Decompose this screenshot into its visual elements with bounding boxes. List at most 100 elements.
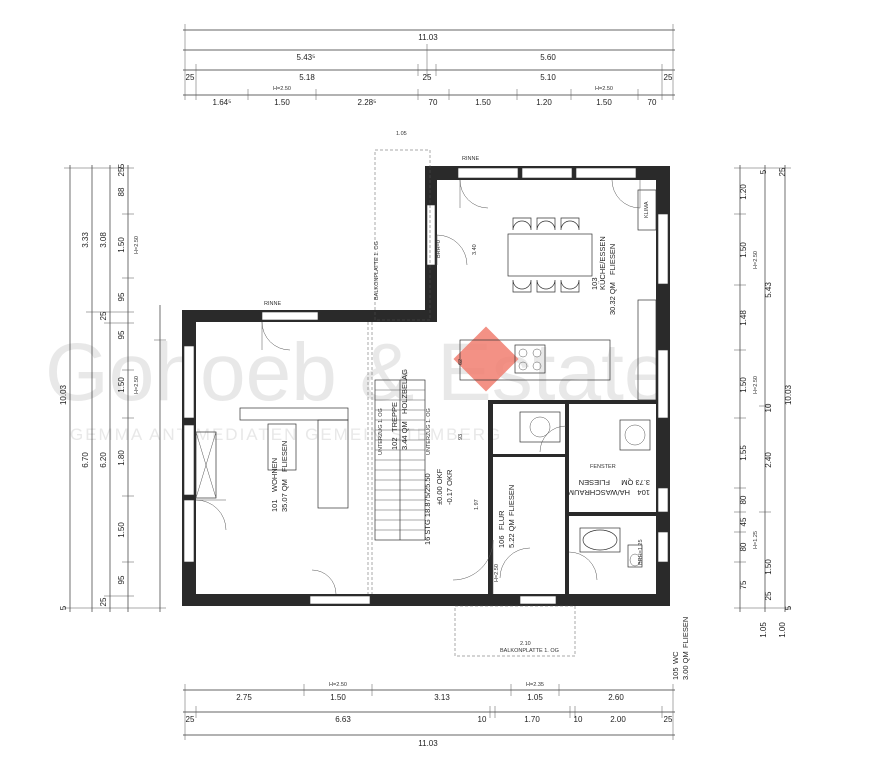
dim-top-left: 5.43⁵ [297,53,316,62]
dim-right-r3-12: 1.05 [759,622,768,638]
dim-bottom-r2-3: 1.70 [524,715,540,724]
dim-right-r3-7: 80 [739,542,748,551]
dim-top-r4-4: 1.50 [475,98,491,107]
note-unterzug-1: UNTERZUG 1. OG [378,408,384,455]
window-kueche-3 [575,167,637,179]
stair-labels: 16 STG 18.875/25.50 ±0.00 OKF -0.17 OKR [423,468,454,545]
note-balkon-bottom: BALKONPLATTE 1. OG [500,648,559,654]
dim-right-r3-8: 1.50 [764,559,773,575]
dim-top-head-1: H=2.50 [595,86,613,92]
wc-fixtures [579,527,643,568]
room-wc-name: WC [671,651,680,664]
note-rinne-top: RINNE [462,156,479,162]
room-flur-label: 106 FLUR 5.22 QM FLIESEN [497,485,516,548]
kitchen-counter [637,189,657,401]
dim-top-r4-1: 1.50 [274,98,290,107]
window-right-4 [657,531,669,563]
dim-right-r3-2: 1.48 [739,310,748,326]
dim-top-r4-3: 70 [429,98,438,107]
note-340: 3.40 [472,244,478,255]
dim-left-r3-0: 3.08 [99,232,108,248]
room-hwr-area: 3.73 QM [621,478,650,487]
room-treppe-area: 3.44 QM [400,421,409,450]
dim-bottom-head-1: H=2.35 [526,682,544,688]
staircase [374,379,426,541]
room-wohnen-label: 101 WOHNEN 35.07 QM FLIESEN [270,441,289,512]
dim-top-r3-0: 25 [186,73,195,82]
dim-left-r4-8: 1.50 [117,522,126,538]
dim-right-r3-13: 5 [759,169,768,174]
watermark-logo [453,326,519,392]
dim-top-r3-1: 5.18 [299,73,315,82]
dim-left-r4-10: 25 [99,597,108,606]
window-left-2 [183,424,195,496]
dim-left-r4-5: 95 [117,330,126,339]
room-flur-floor: FLIESEN [507,485,516,516]
dim-bottom-r1-1: 1.50 [330,693,346,702]
dim-top-r3-2: 25 [423,73,432,82]
room-kueche-label: 103 KÜCHE/ESSEN 30.32 QM FLIESEN [590,236,617,315]
dim-right-r2-0: 5.43 [764,282,773,298]
dim-right-r3-14: 25 [778,167,787,176]
room-flur-area: 5.22 QM [507,519,516,548]
dim-top-r4-5: 1.20 [536,98,552,107]
room-kueche-name: KÜCHE/ESSEN [598,236,607,290]
dim-left-total: 10.03 [59,384,68,405]
dim-left-r4-0: 5 [117,163,126,168]
dim-bottom-r2-1: 6.63 [335,715,351,724]
room-hwr-no: 104 [637,488,650,497]
windows [183,167,669,605]
dim-left-r2-1: 6.70 [81,452,90,468]
dim-left-r4-2: 88 [117,187,126,196]
dashed-overlays [367,149,576,657]
room-flur-name: FLUR [497,510,506,530]
dim-right-r3-4: 1.55 [739,445,748,461]
note-fenster: FENSTER [590,464,616,470]
dim-right-r2-1: 10 [764,403,773,412]
dim-bottom-head-0: H=2.50 [329,682,347,688]
window-bottom-1 [309,595,371,605]
note-klima: KLIMA [644,201,650,218]
window-right-3 [657,487,669,513]
room-hwr-name: HA/WASCHRAUM [568,488,630,497]
dim-top-right: 5.60 [540,53,556,62]
dim-right-r3-6: 45 [739,517,748,526]
note-105: 1.05 [396,131,407,137]
dim-right-r3-3: 1.50 [739,377,748,393]
dim-top-r4-0: 1.64⁵ [213,98,232,107]
dim-top-r3-4: 25 [664,73,673,82]
dim-top-head-0: H=2.50 [273,86,291,92]
dim-top-total: 11.03 [418,33,438,42]
room-treppe-no: 102 [390,437,399,450]
note-rinne-wohnen: RINNE [264,301,281,307]
stair-okf-label: ±0.00 OKF [435,468,444,505]
room-kueche-area: 30.32 QM [608,282,617,315]
note-brh-0: BRH=0 [436,240,442,258]
note-210: 2.10 [520,641,531,647]
dim-right-r3-1: 1.50 [739,242,748,258]
note-brh-125: BRH=1.25 [638,539,644,565]
annotations: BALKONPLATTE 1. OG BALKONPLATTE 1. OG UN… [264,131,650,654]
room-wohnen-name: WOHNEN [270,458,279,492]
doors [195,179,641,595]
top-dimensions: 11.03 5.43⁵ 5.60 25 5.18 25 5.10 25 1.64… [183,24,675,107]
dim-left-r4-6: 1.50 [117,377,126,393]
dim-bottom-r1-0: 2.75 [236,693,252,702]
window-left-3 [183,499,195,563]
dim-top-r4-6: 1.50 [596,98,612,107]
dim-left-r3-2: 6.20 [99,452,108,468]
note-balkon-top: BALKONPLATTE 1. OG [374,241,380,300]
dim-left-head-1: H=2.50 [134,376,140,394]
room-hwr-floor: FLIESEN [579,478,610,487]
dim-bottom-r1-2: 3.13 [434,693,450,702]
room-treppe-name: TREPPE [390,402,399,432]
dim-right-r3-10: 25 [764,591,773,600]
window-inner [426,204,436,266]
dim-right-head-2: H=1.25 [753,531,759,549]
bottom-dimensions: 2.75 1.50 3.13 1.05 2.60 H=2.50 H=2.35 2… [183,682,675,748]
fireplace-cabinet [195,431,217,499]
room-wc-area: 3.00 QM [681,651,690,680]
dim-bottom-r1-3: 1.05 [527,693,543,702]
dim-top-r4-7: 70 [648,98,657,107]
